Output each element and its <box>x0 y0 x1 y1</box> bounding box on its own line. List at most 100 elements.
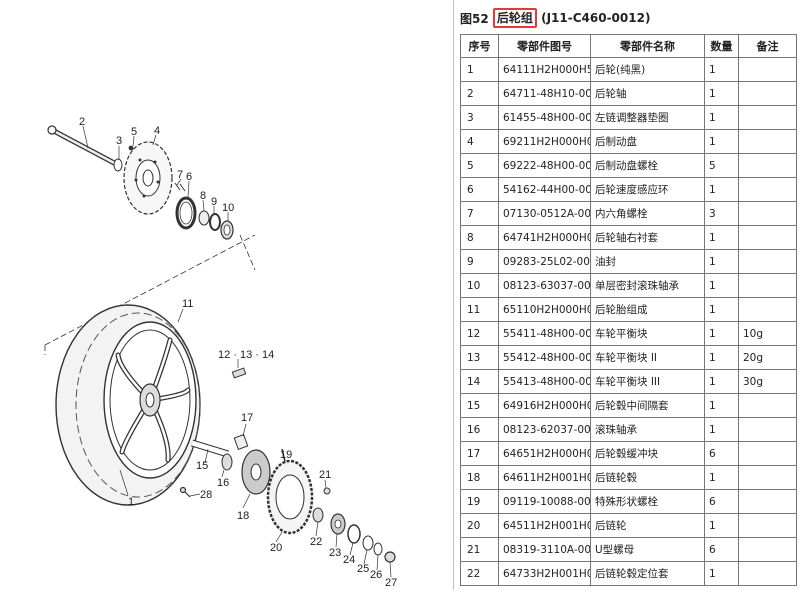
cell-part-name: 左链调整器垫圈 <box>590 105 705 130</box>
column-header: 零部件图号 <box>498 34 591 58</box>
table-row: 2064511H2H001H000后链轮1 <box>460 513 797 538</box>
cell-part-number: 07130-0512A-000 <box>498 201 591 226</box>
part-label-9: 9 <box>211 196 217 208</box>
table-row: 864741H2H000H000后轮轴右衬套1 <box>460 225 797 250</box>
cell-seq: 9 <box>460 249 499 274</box>
cell-part-name: 后轮(纯黑) <box>590 57 705 82</box>
cell-qty: 1 <box>704 393 739 418</box>
cell-part-number: 64651H2H000H000 <box>498 441 591 466</box>
cell-seq: 17 <box>460 441 499 466</box>
cell-part-number: 55411-48H00-000 <box>498 321 591 346</box>
part-label-16: 16 <box>217 477 229 489</box>
cell-qty: 6 <box>704 537 739 562</box>
part-label-18: 18 <box>237 510 249 522</box>
rear-sprocket-part <box>266 459 314 535</box>
cell-seq: 2 <box>460 81 499 106</box>
cell-qty: 1 <box>704 369 739 394</box>
table-body: 164111H2H000H504后轮(纯黑)1264711-48H10-000后… <box>460 57 797 586</box>
cell-qty: 1 <box>704 465 739 490</box>
cell-part-number: 61455-48H00-000 <box>498 105 591 130</box>
cell-remark <box>738 297 797 322</box>
cell-seq: 18 <box>460 465 499 490</box>
cell-seq: 5 <box>460 153 499 178</box>
panel-divider <box>453 0 454 590</box>
cell-seq: 8 <box>460 225 499 250</box>
figure-number: 图52 <box>460 11 489 26</box>
part-label-11: 11 <box>182 298 193 310</box>
part-label-6: 6 <box>186 171 192 183</box>
cell-part-name: 后轮速度感应环 <box>590 177 705 202</box>
part-label-26: 26 <box>370 569 382 581</box>
cell-qty: 1 <box>704 273 739 298</box>
cell-part-number: 64711-48H10-000 <box>498 81 591 106</box>
cell-part-number: 65110H2H000H000 <box>498 297 591 322</box>
part-label-12-13-14: 12 · 13 · 14 <box>218 349 274 361</box>
cell-remark <box>738 393 797 418</box>
table-row: 2264733H2H001H000后链轮毂定位套1 <box>460 561 797 586</box>
cell-part-number: 69211H2H000H000 <box>498 129 591 154</box>
cell-seq: 22 <box>460 561 499 586</box>
table-row: 1764651H2H000H000后轮毂缓冲块6 <box>460 441 797 466</box>
cell-remark <box>738 81 797 106</box>
cell-seq: 7 <box>460 201 499 226</box>
cell-qty: 6 <box>704 489 739 514</box>
cell-remark <box>738 273 797 298</box>
table-row: 1165110H2H000H000后轮胎组成1 <box>460 297 797 322</box>
exploded-parts-diagram: 1 2 3 4 5 6 7 8 9 10 11 12 · 13 · 14 15 … <box>44 116 397 589</box>
cell-part-name: 单层密封滚珠轴承 <box>590 273 705 298</box>
cell-part-name: 后链轮毂 <box>590 465 705 490</box>
part-label-5: 5 <box>131 126 137 138</box>
cell-part-name: 后链轮毂定位套 <box>590 561 705 586</box>
cell-remark: 30g <box>738 369 797 394</box>
cell-qty: 6 <box>704 441 739 466</box>
cell-remark <box>738 249 797 274</box>
cell-qty: 1 <box>704 129 739 154</box>
cell-qty: 1 <box>704 321 739 346</box>
group-name-highlight[interactable]: 后轮组 <box>492 8 537 28</box>
part-label-15: 15 <box>196 460 208 472</box>
cell-part-name: 后链轮 <box>590 513 705 538</box>
cell-qty: 1 <box>704 297 739 322</box>
cell-qty: 1 <box>704 249 739 274</box>
cell-part-name: 后轮胎组成 <box>590 297 705 322</box>
cell-part-number: 08123-62037-000 <box>498 417 591 442</box>
cell-seq: 20 <box>460 513 499 538</box>
part-label-24: 24 <box>343 554 355 566</box>
part-label-21: 21 <box>319 469 331 481</box>
cell-part-name: 后轮毂缓冲块 <box>590 441 705 466</box>
cell-part-name: 油封 <box>590 249 705 274</box>
part-label-25: 25 <box>357 563 369 575</box>
cell-qty: 1 <box>704 105 739 130</box>
cell-part-number: 08319-3110A-000 <box>498 537 591 562</box>
cell-part-name: 滚珠轴承 <box>590 417 705 442</box>
cell-qty: 1 <box>704 81 739 106</box>
cell-part-name: 车轮平衡块 II <box>590 345 705 370</box>
brake-disc-part <box>123 141 173 215</box>
cell-remark <box>738 105 797 130</box>
table-header-row: 序号零部件图号零部件名称数量备注 <box>460 34 797 58</box>
cell-part-number: 08123-63037-000 <box>498 273 591 298</box>
part-label-3: 3 <box>116 135 122 147</box>
cell-part-number: 09119-10088-000 <box>498 489 591 514</box>
part-label-23: 23 <box>329 547 341 559</box>
cell-remark <box>738 153 797 178</box>
table-row: 1564916H2H000H000后轮毂中间隔套1 <box>460 393 797 418</box>
cell-qty: 1 <box>704 225 739 250</box>
part-label-28: 28 <box>200 489 212 501</box>
part-label-19: 19 <box>280 449 292 461</box>
cell-part-number: 64511H2H001H000 <box>498 513 591 538</box>
cell-qty: 1 <box>704 57 739 82</box>
cell-part-number: 64611H2H001H000 <box>498 465 591 490</box>
cell-remark <box>738 561 797 586</box>
cell-remark <box>738 537 797 562</box>
cell-part-name: 后制动盘螺栓 <box>590 153 705 178</box>
